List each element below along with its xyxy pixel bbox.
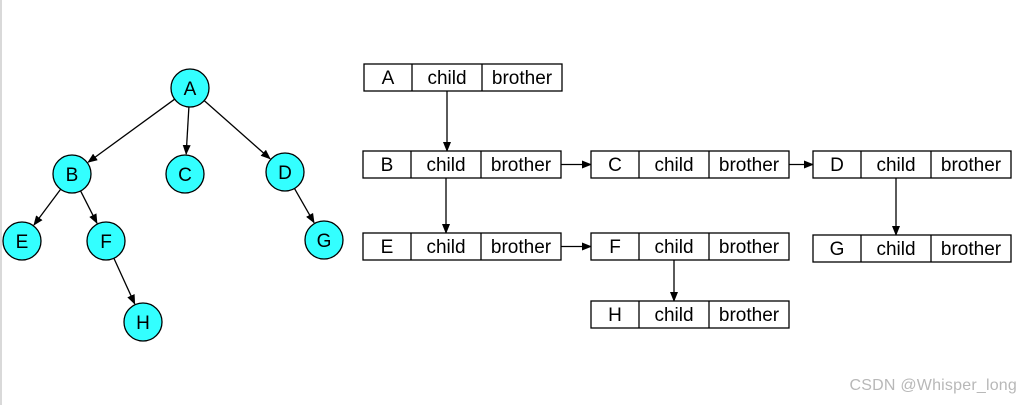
record-brother-cell: brother: [719, 305, 780, 326]
record-child-cell: child: [427, 68, 466, 89]
tree-node-label: G: [317, 231, 332, 252]
record-box: [362, 150, 562, 179]
record-data-cell: C: [608, 155, 622, 176]
record-child-cell: child: [654, 155, 693, 176]
tree-node-e: E: [2, 221, 42, 261]
record-data-cell: A: [382, 68, 395, 89]
record-brother-cell: brother: [941, 155, 1002, 176]
record-child-cell: child: [654, 305, 693, 326]
tree-node-c: C: [165, 154, 205, 194]
tree-node-circle: [170, 68, 210, 108]
tree-edge-b-e: [33, 188, 62, 226]
tree-node-circle: [304, 220, 344, 260]
record-data-cell: H: [608, 305, 622, 326]
tree-node-circle: [165, 154, 205, 194]
tree-edge-a-d: [203, 100, 271, 160]
tree-node-label: E: [16, 232, 29, 253]
tree-edge-a-b: [87, 98, 176, 163]
tree-edge-b-f: [80, 190, 98, 225]
record-child-cell: child: [426, 155, 465, 176]
record-box: [590, 300, 790, 329]
tree-node-d: D: [265, 152, 305, 192]
tree-node-circle: [123, 302, 163, 342]
tree-node-circle: [86, 221, 126, 261]
record-brother-cell: brother: [941, 239, 1002, 260]
record-box: [812, 150, 1012, 179]
record-brother-cell: brother: [492, 68, 553, 89]
record-box: [812, 234, 1012, 263]
tree-node-f: F: [86, 221, 126, 261]
record-data-cell: E: [381, 237, 394, 258]
tree-node-h: H: [123, 302, 163, 342]
record-data-cell: F: [609, 237, 621, 258]
tree-node-label: F: [100, 232, 112, 253]
record-child-cell: child: [654, 237, 693, 258]
tree-node-label: H: [136, 313, 150, 334]
tree-edge-a-c: [182, 106, 191, 156]
record-data-cell: D: [830, 155, 844, 176]
record-child-cell: child: [876, 239, 915, 260]
tree-node-a: A: [170, 68, 210, 108]
record-box: [590, 150, 790, 179]
tree-node-label: A: [184, 79, 197, 100]
record-box: [362, 232, 562, 261]
tree-node-circle: [2, 221, 42, 261]
record-brother-cell: brother: [491, 237, 552, 258]
tree-node-g: G: [304, 220, 344, 260]
watermark: CSDN @Whisper_long: [849, 377, 1017, 394]
tree-node-circle: [265, 152, 305, 192]
left-border-line: [0, 0, 2, 405]
record-data-cell: B: [381, 155, 394, 176]
tree-node-label: B: [66, 165, 79, 186]
record-box: [363, 63, 563, 92]
record-box: [590, 232, 790, 261]
record-child-cell: child: [876, 155, 915, 176]
tree-node-b: B: [52, 154, 92, 194]
tree-node-label: D: [278, 163, 292, 184]
record-child-cell: child: [426, 237, 465, 258]
record-data-cell: G: [830, 239, 845, 260]
tree-nodes: A B C D E F G H: [2, 68, 344, 342]
record-brother-cell: brother: [719, 155, 780, 176]
tree-edge-f-h: [113, 258, 136, 305]
record-brother-cell: brother: [491, 155, 552, 176]
record-brother-cell: brother: [719, 237, 780, 258]
tree-edge-d-g: [293, 188, 315, 224]
tree-node-circle: [52, 154, 92, 194]
child-sibling-links: [442, 77, 900, 302]
tree-edges: [33, 98, 315, 305]
tree-node-label: C: [178, 165, 192, 186]
